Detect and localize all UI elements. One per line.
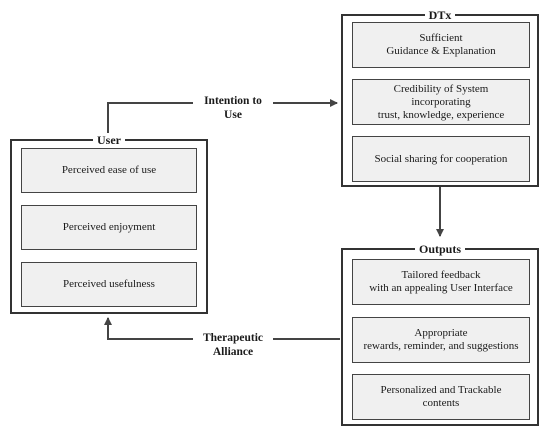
perceived-usefulness-box: Perceived usefulness <box>21 262 197 307</box>
personalized-trackable-box: Personalized and Trackable contents <box>352 374 530 420</box>
perceived-ease-of-use-box: Perceived ease of use <box>21 148 197 193</box>
outputs-group: Outputs Tailored feedback with an appeal… <box>341 242 539 426</box>
user-group: User Perceived ease of use Perceived enj… <box>10 133 208 314</box>
user-group-title: User <box>93 133 125 147</box>
appropriate-rewards-box: Appropriate rewards, reminder, and sugge… <box>352 317 530 363</box>
intention-arrow <box>107 102 193 134</box>
social-sharing-box: Social sharing for cooperation <box>352 136 530 182</box>
sufficient-guidance-box: Sufficient Guidance & Explanation <box>352 22 530 68</box>
outputs-group-title: Outputs <box>414 242 466 256</box>
therapeutic-alliance-label: Therapeutic Alliance <box>193 331 273 359</box>
tailored-feedback-box: Tailored feedback with an appealing User… <box>352 259 530 305</box>
credibility-of-system-box: Credibility of System incorporating trus… <box>352 79 530 125</box>
perceived-enjoyment-box: Perceived enjoyment <box>21 205 197 250</box>
dtx-group: DTx Sufficient Guidance & Explanation Cr… <box>341 8 539 187</box>
alliance-arrow <box>104 317 193 340</box>
dtx-group-title: DTx <box>424 8 456 22</box>
intention-to-use-label: Intention to Use <box>193 94 273 122</box>
